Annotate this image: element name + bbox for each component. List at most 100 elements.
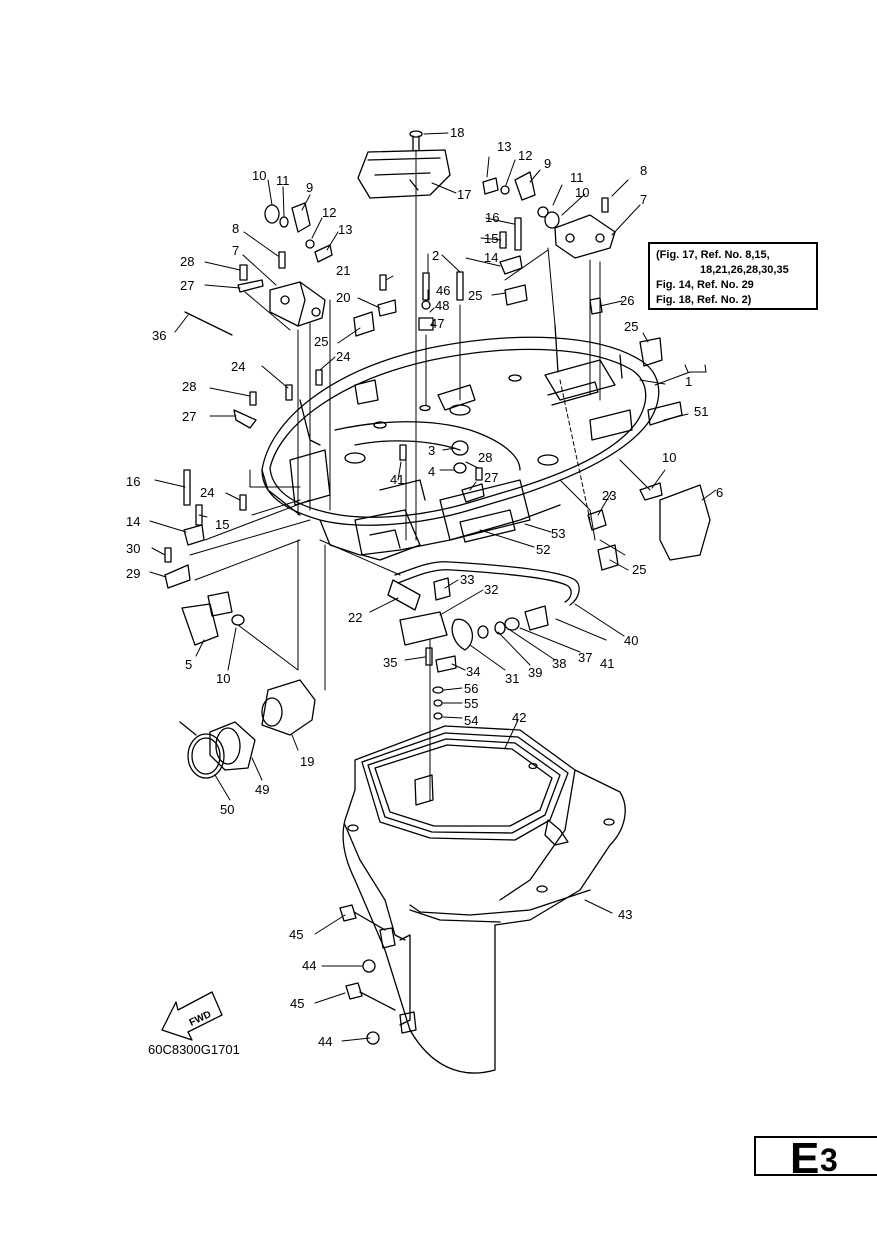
assembly-lines <box>189 149 707 801</box>
callout-28: 28 <box>180 254 194 269</box>
grommet-19-assembly <box>179 591 316 779</box>
page-tag-number: 3 <box>820 1142 838 1178</box>
callout-9: 9 <box>306 180 313 195</box>
callout-55: 55 <box>464 696 478 711</box>
callout-25: 25 <box>468 288 482 303</box>
callout-13: 13 <box>497 139 511 154</box>
callout-44: 44 <box>302 958 316 973</box>
callout-30: 30 <box>126 541 140 556</box>
fwd-arrow-icon <box>161 991 223 1041</box>
callout-20: 20 <box>336 290 350 305</box>
callout-34: 34 <box>466 664 480 679</box>
callout-16: 16 <box>485 210 499 225</box>
callout-41: 41 <box>390 472 404 487</box>
callout-10: 10 <box>662 450 676 465</box>
callout-31: 31 <box>505 671 519 686</box>
bottom-cowling-pan <box>261 324 660 561</box>
note-line-1: (Fig. 17, Ref. No. 8,15, <box>656 249 770 261</box>
callout-36: 36 <box>152 328 166 343</box>
page-tag: E 3 <box>754 1134 877 1183</box>
callout-42: 42 <box>512 710 526 725</box>
note-line-4: Fig. 18, Ref. No. 2) <box>656 294 752 306</box>
callout-50: 50 <box>220 802 234 817</box>
callout-11: 11 <box>570 170 584 185</box>
callout-11: 11 <box>276 173 290 188</box>
callout-15: 15 <box>215 517 229 532</box>
callout-12: 12 <box>518 148 532 163</box>
callout-46: 46 <box>436 283 450 298</box>
callout-3: 3 <box>428 443 435 458</box>
callout-35: 35 <box>383 655 397 670</box>
callout-24: 24 <box>336 349 350 364</box>
callout-22: 22 <box>348 610 362 625</box>
callout-44: 44 <box>318 1034 332 1049</box>
callout-40: 40 <box>624 633 638 648</box>
callout-12: 12 <box>322 205 336 220</box>
callout-8: 8 <box>640 163 647 178</box>
page-tag-letter: E <box>790 1134 820 1183</box>
callout-5: 5 <box>185 657 192 672</box>
callout-24: 24 <box>200 485 214 500</box>
damper-bracket-right <box>554 214 616 259</box>
callout-27: 27 <box>180 278 194 293</box>
callout-18: 18 <box>450 125 464 140</box>
callout-16: 16 <box>126 474 140 489</box>
callout-41: 41 <box>600 656 614 671</box>
callout-13: 13 <box>338 222 352 237</box>
callout-28: 28 <box>478 450 492 465</box>
callout-49: 49 <box>255 782 269 797</box>
callout-48: 48 <box>435 298 449 313</box>
callout-52: 52 <box>536 542 550 557</box>
callout-39: 39 <box>528 665 542 680</box>
reference-note-box: (Fig. 17, Ref. No. 8,15, 18,21,26,28,30,… <box>648 242 818 310</box>
callout-4: 4 <box>428 464 435 479</box>
callout-56: 56 <box>464 681 478 696</box>
callout-27: 27 <box>484 470 498 485</box>
callout-2: 2 <box>432 248 439 263</box>
callout-7: 7 <box>640 192 647 207</box>
lower-fasteners <box>339 904 396 1045</box>
callout-24: 24 <box>231 359 245 374</box>
top-bracket-17 <box>357 149 451 199</box>
callout-6: 6 <box>716 485 723 500</box>
callout-37: 37 <box>578 650 592 665</box>
callout-23: 23 <box>602 488 616 503</box>
drawing-code: 60C8300G1701 <box>148 1042 240 1057</box>
callout-45: 45 <box>289 927 303 942</box>
note-line-2: 18,21,26,28,30,35 <box>700 264 789 276</box>
lower-cowling <box>342 725 626 1074</box>
callout-53: 53 <box>551 526 565 541</box>
callout-25: 25 <box>624 319 638 334</box>
callout-10: 10 <box>575 185 589 200</box>
callout-25: 25 <box>314 334 328 349</box>
callout-1: 1 <box>685 374 692 389</box>
callout-17: 17 <box>457 187 471 202</box>
callout-9: 9 <box>544 156 551 171</box>
callout-38: 38 <box>552 656 566 671</box>
callout-15: 15 <box>484 231 498 246</box>
callout-32: 32 <box>484 582 498 597</box>
callout-7: 7 <box>232 243 239 258</box>
callout-33: 33 <box>460 572 474 587</box>
callout-45: 45 <box>290 996 304 1011</box>
callout-14: 14 <box>126 514 140 529</box>
callout-28: 28 <box>182 379 196 394</box>
callout-43: 43 <box>618 907 632 922</box>
callout-26: 26 <box>620 293 634 308</box>
callout-14: 14 <box>484 250 498 265</box>
callout-10: 10 <box>216 671 230 686</box>
callout-25: 25 <box>632 562 646 577</box>
bolt-18 <box>409 130 423 151</box>
note-line-3: Fig. 14, Ref. No. 29 <box>656 279 754 291</box>
callout-51: 51 <box>694 404 708 419</box>
callout-21: 21 <box>336 263 350 278</box>
callout-47: 47 <box>430 316 444 331</box>
hose-assembly <box>387 561 580 720</box>
damper-bracket-left <box>269 281 326 327</box>
leader-lines <box>149 132 717 1042</box>
callout-8: 8 <box>232 221 239 236</box>
callout-19: 19 <box>300 754 314 769</box>
callout-10: 10 <box>252 168 266 183</box>
